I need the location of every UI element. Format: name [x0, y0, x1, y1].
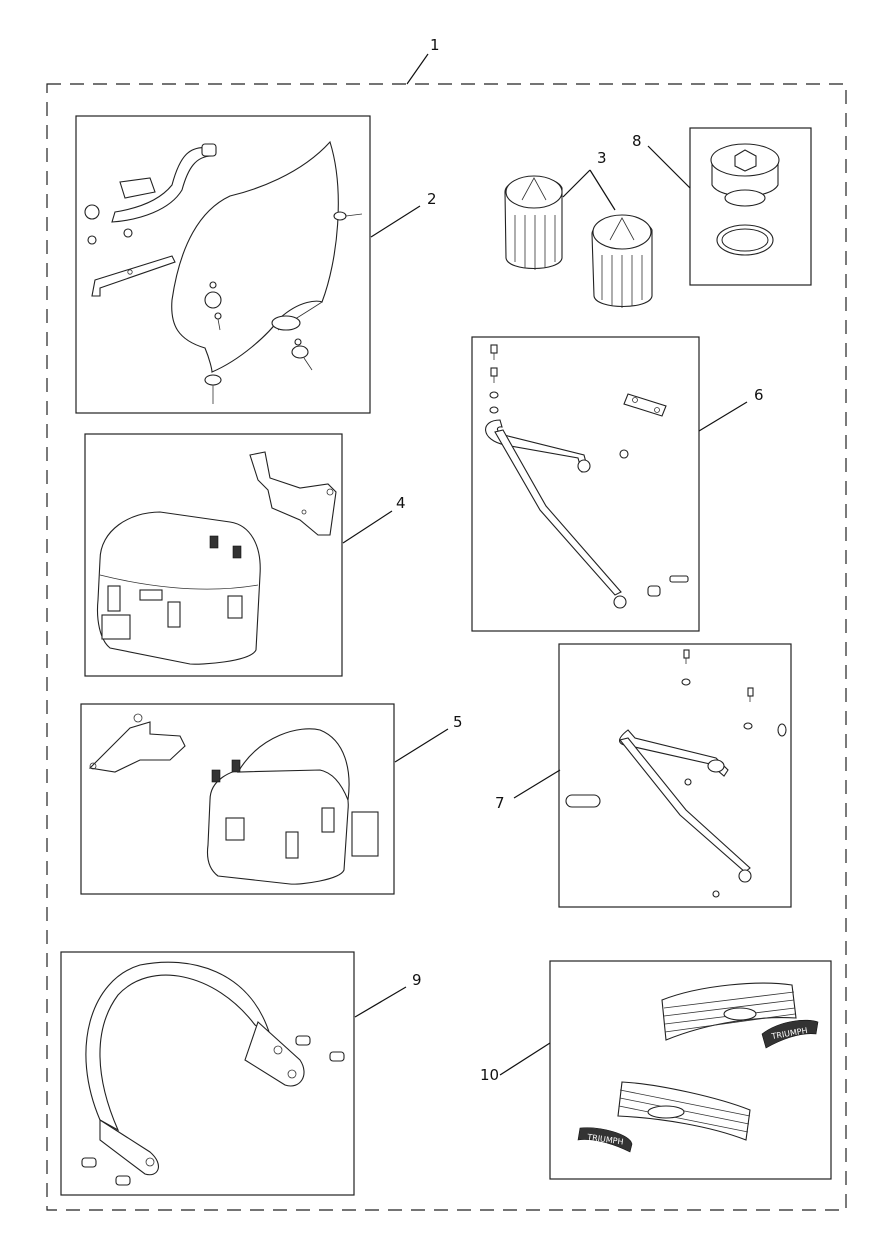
windscreen-parts — [84, 140, 363, 404]
filler-cap — [710, 143, 780, 256]
callout-10: 10 — [480, 1066, 499, 1084]
callout-8: 8 — [632, 132, 642, 150]
callout-3-leader-b — [589, 169, 616, 211]
panel-support-bracket-2 — [558, 643, 792, 908]
callout-9-leader — [354, 986, 407, 1018]
callout-3-leader-a — [562, 169, 591, 198]
callout-5-leader — [394, 728, 449, 763]
callout-2-leader — [370, 205, 421, 238]
support-bracket-2 — [565, 649, 787, 898]
panel-support-bracket — [471, 336, 700, 632]
callout-7: 7 — [495, 794, 505, 812]
callout-1: 1 — [430, 36, 440, 54]
callout-10-leader — [499, 1042, 551, 1076]
grab-rail — [81, 961, 345, 1186]
kit-boundary — [46, 83, 847, 1211]
callout-3: 3 — [597, 149, 607, 167]
callout-6: 6 — [754, 386, 764, 404]
callout-7-leader — [513, 769, 561, 799]
callout-5: 5 — [453, 713, 463, 731]
bag-small — [88, 713, 379, 885]
panel-grab-rail — [60, 951, 355, 1196]
badges — [577, 982, 819, 1153]
callout-9: 9 — [412, 971, 422, 989]
support-bracket — [485, 344, 689, 609]
callout-4: 4 — [396, 494, 406, 512]
bag-large — [96, 451, 337, 665]
callout-4-leader — [342, 510, 393, 544]
valve-caps — [504, 175, 653, 308]
callout-8-leader — [647, 145, 691, 189]
callout-2: 2 — [427, 190, 437, 208]
callout-6-leader — [698, 401, 748, 432]
callout-1-leader — [406, 53, 429, 85]
